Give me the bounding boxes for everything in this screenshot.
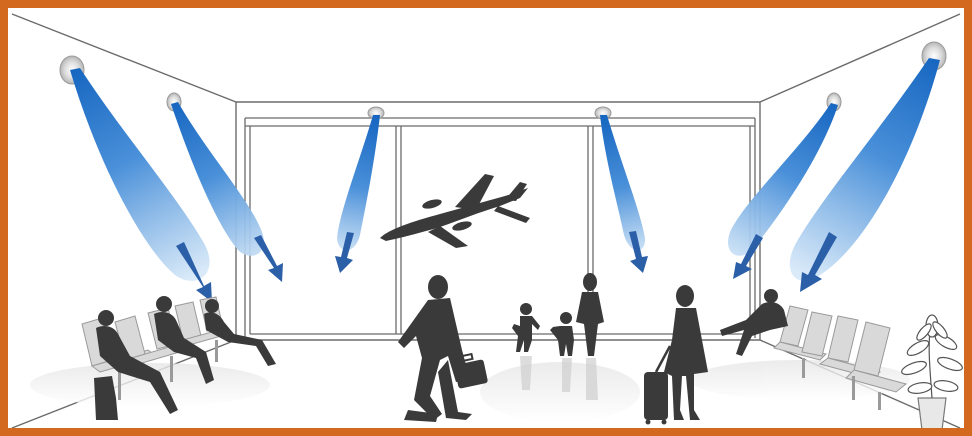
airport-terminal-air-distribution-illustration [0, 0, 972, 436]
